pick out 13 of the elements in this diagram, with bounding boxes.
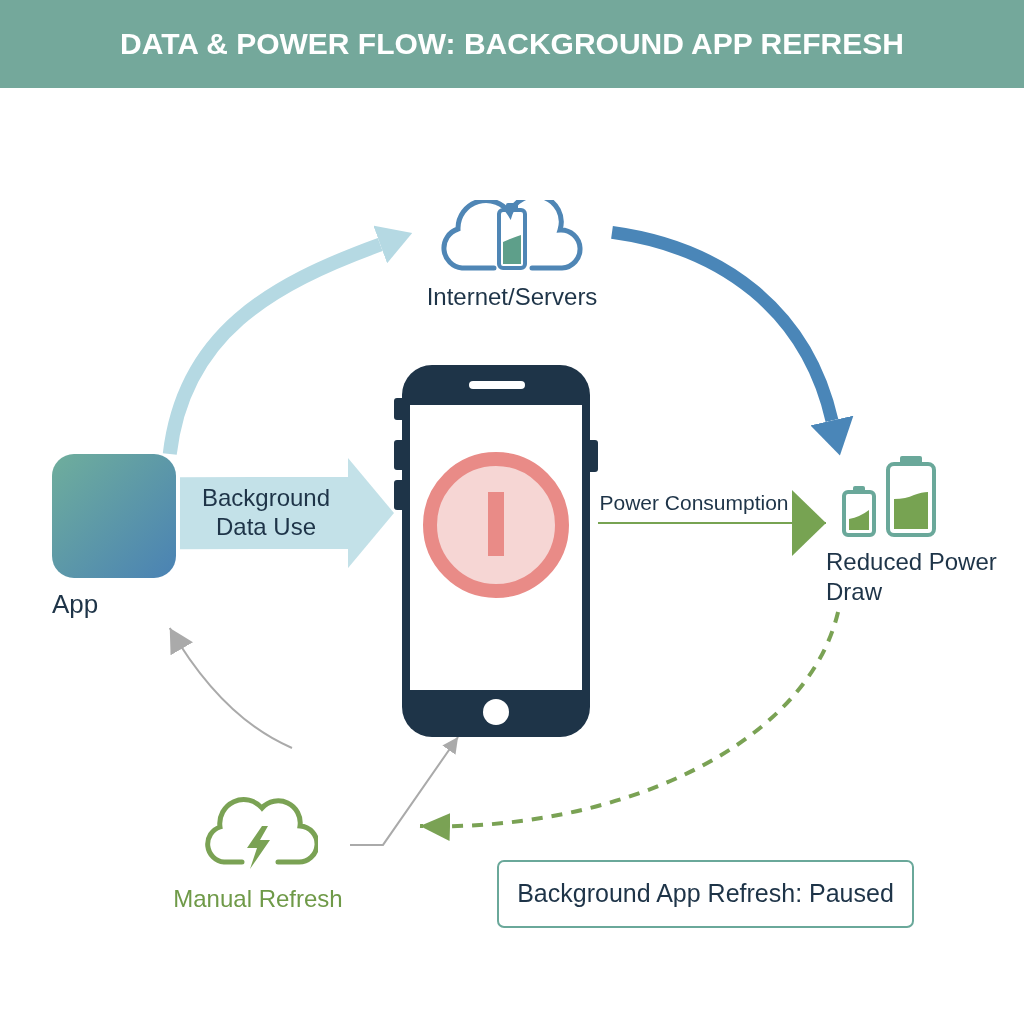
thick-arrow — [162, 225, 413, 456]
dashed-arrow — [420, 611, 840, 840]
arrow — [597, 490, 827, 556]
node-label: Manual Refresh — [173, 884, 343, 914]
node-label: Internet/Servers — [426, 282, 598, 312]
status-text: Background App Refresh: Paused — [517, 878, 894, 910]
title-banner: DATA & POWER FLOW: BACKGROUND APP REFRESH — [0, 0, 1024, 88]
status-panel — [497, 860, 914, 928]
thick-arrow — [610, 226, 854, 456]
arrow — [349, 736, 460, 846]
node-label: Reduced Power Draw — [826, 547, 998, 607]
arrow — [168, 627, 293, 749]
node-label: App — [52, 588, 99, 621]
